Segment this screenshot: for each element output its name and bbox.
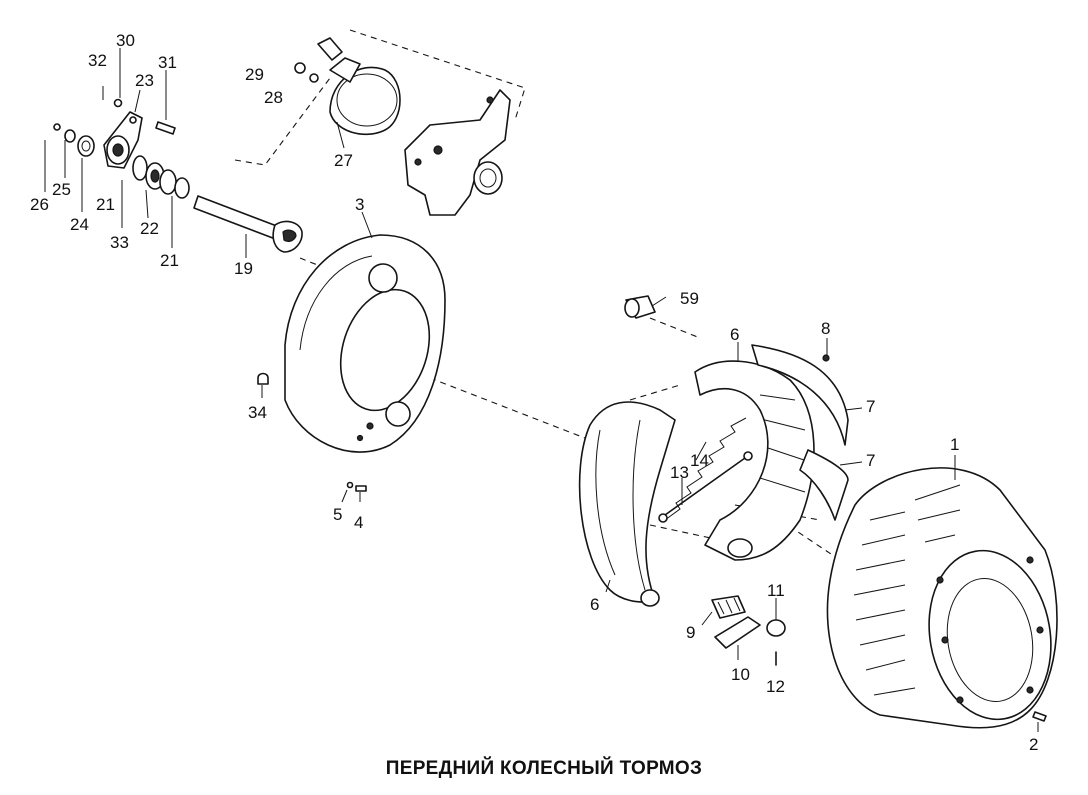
callout-6-lower: 6 [590, 595, 599, 614]
figure-caption: ПЕРЕДНИЙ КОЛЕСНЫЙ ТОРМОЗ [385, 758, 703, 779]
callout-26: 26 [30, 195, 49, 214]
callout-22: 22 [140, 219, 159, 238]
callout-2: 2 [1029, 735, 1038, 754]
callout-labels: 30 32 31 23 29 28 27 26 25 24 21 33 22 2… [30, 31, 1038, 754]
part-59-bushing [624, 295, 656, 319]
callout-4: 4 [354, 513, 363, 532]
callout-10: 10 [731, 665, 750, 684]
callout-leader-lines [44, 48, 1039, 732]
callout-7-lower: 7 [866, 451, 875, 470]
callout-3: 3 [355, 195, 364, 214]
callout-59: 59 [680, 289, 699, 308]
part-1-brake-drum [826, 467, 1058, 729]
parts-9-10-11-12 [711, 595, 786, 666]
callout-23: 23 [135, 71, 154, 90]
part-6-brake-shoe-front [578, 401, 676, 607]
callout-12: 12 [766, 677, 785, 696]
callout-27: 27 [334, 151, 353, 170]
callout-21-upper: 21 [96, 195, 115, 214]
callout-21-lower: 21 [160, 251, 179, 270]
part-19-camshaft [193, 195, 303, 253]
part-3-backing-plate [284, 234, 446, 453]
callout-6-upper: 6 [730, 325, 739, 344]
parts-21-22-33-seals [132, 155, 190, 199]
parts-8-13-14 [658, 354, 830, 523]
part-27-brake-chamber [294, 37, 401, 136]
callout-19: 19 [234, 259, 253, 278]
callout-34: 34 [248, 403, 267, 422]
callout-24: 24 [70, 215, 89, 234]
callout-33: 33 [110, 233, 129, 252]
callout-7-upper: 7 [866, 397, 875, 416]
small-fasteners-24-26-30-32 [53, 98, 176, 157]
callout-9: 9 [686, 623, 695, 642]
callout-29: 29 [245, 65, 264, 84]
callout-1: 1 [950, 435, 959, 454]
callout-30: 30 [116, 31, 135, 50]
callout-28: 28 [264, 88, 283, 107]
callout-5: 5 [333, 505, 342, 524]
callout-13: 13 [670, 463, 689, 482]
part-23-slack-adjuster [103, 111, 143, 169]
callout-8: 8 [821, 319, 830, 338]
part-7-brake-linings [751, 344, 849, 521]
callout-11: 11 [767, 581, 785, 600]
callout-25: 25 [52, 180, 71, 199]
part-6-brake-shoe-rear [694, 360, 815, 561]
callout-31: 31 [158, 53, 177, 72]
chamber-mounting-bracket [404, 89, 511, 216]
callout-14: 14 [690, 451, 709, 470]
callout-32: 32 [88, 51, 107, 70]
parts-4-5-34 [257, 372, 367, 492]
